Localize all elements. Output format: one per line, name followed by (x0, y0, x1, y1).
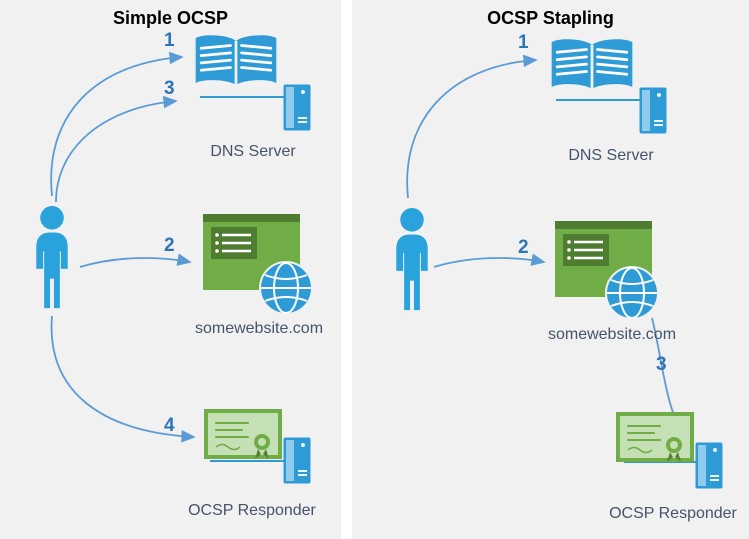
arrow-client-to-website-2 (79, 253, 192, 268)
step-number-3: 3 (164, 78, 175, 99)
website-label: somewebsite.com (547, 326, 677, 343)
responder-label: OCSP Responder (609, 505, 737, 522)
step-number-4: 4 (164, 415, 175, 436)
globe-icon (605, 266, 659, 320)
dns-book-icon (551, 39, 633, 89)
responder-label: OCSP Responder (188, 502, 316, 519)
step-number-2: 2 (164, 235, 175, 256)
step-number-1: 1 (164, 30, 175, 51)
arrow-client-to-website-2 (433, 253, 546, 268)
responder-server-icon (283, 437, 311, 484)
panel-title: Simple OCSP (112, 8, 229, 28)
dns-label: DNS Server (210, 143, 296, 160)
step-number-2: 2 (518, 237, 529, 258)
certificate-icon (204, 409, 282, 459)
panel-simple-ocsp: Simple OCSP 1 3 2 4 (0, 0, 341, 539)
dns-server-icon (639, 87, 667, 134)
browser-window-icon (203, 214, 300, 290)
person-icon (396, 208, 428, 311)
person-icon (36, 206, 68, 309)
arrow-client-to-dns-1 (406, 54, 538, 199)
certificate-icon (616, 412, 694, 462)
arrow-client-to-dns-3 (55, 95, 178, 203)
dns-book-icon (195, 35, 277, 85)
panel-title: OCSP Stapling (487, 8, 614, 28)
dns-label: DNS Server (568, 147, 654, 164)
website-label: somewebsite.com (194, 320, 324, 337)
panel-ocsp-stapling: OCSP Stapling 1 2 3 (352, 0, 749, 539)
arrow-client-to-dns-1 (50, 51, 184, 197)
step-number-3: 3 (656, 354, 667, 375)
responder-server-icon (695, 442, 723, 489)
globe-icon (259, 261, 313, 315)
dns-server-icon (283, 84, 311, 131)
step-number-1: 1 (518, 32, 529, 53)
